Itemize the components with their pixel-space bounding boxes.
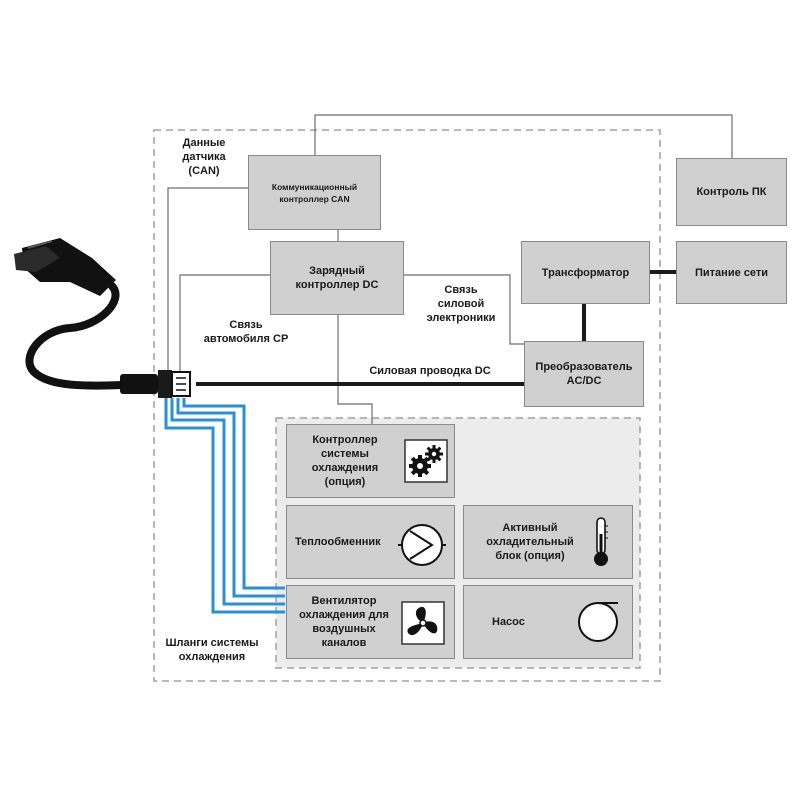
power-electronics-line (404, 274, 524, 345)
vehicle-cp-line (179, 274, 270, 380)
heat-exchanger-label: Теплообменник (295, 536, 381, 548)
can-controller-box: Коммуникационный контроллер CAN (248, 155, 381, 230)
active-cooling-unit-label: Активный охладительный блок (опция) (486, 522, 574, 562)
pc-link-line (314, 114, 733, 158)
charge-controller-box: Зарядный контроллер DC (270, 241, 404, 315)
dc-wiring-label: Силовая проводка DC (369, 365, 491, 377)
power-electronics-link-label: Связь силовой электроники (426, 284, 496, 324)
fan-box: Вентилятор охлаждения для воздушных кана… (286, 585, 455, 659)
fan-icon (401, 601, 445, 645)
charge-to-cooling-line (337, 315, 373, 424)
cooling-controller-label: Контроллер системы охлаждения (опция) (311, 434, 379, 488)
transformer-label: Трансформатор (541, 266, 630, 279)
transformer-box: Трансформатор (521, 241, 650, 304)
pc-control-box: Контроль ПК (676, 158, 787, 226)
pc-control-label: Контроль ПК (696, 186, 767, 198)
coolant-hose-4 (182, 398, 285, 590)
power-lines (196, 270, 676, 386)
mains-power-label: Питание сети (695, 266, 768, 279)
heat-exchanger-icon (398, 524, 446, 566)
pump-label: Насос (492, 616, 525, 628)
charge-controller-label: Зарядный контроллер DC (295, 265, 379, 291)
mains-power-box: Питание сети (676, 241, 787, 304)
thermometer-icon (594, 517, 608, 566)
coolant-hose-3 (176, 398, 285, 598)
converter-label: Преобразователь AC/DC (535, 361, 633, 387)
fan-label: Вентилятор охлаждения для воздушных кана… (299, 595, 389, 649)
gears-icon (404, 439, 448, 483)
coolant-hoses (164, 398, 285, 614)
pump-icon (578, 602, 618, 642)
vehicle-cp-link-label: Связь автомобиля CP (203, 319, 289, 345)
charging-connector-icon (14, 238, 191, 398)
signal-lines (167, 114, 733, 424)
coolant-hose-1 (164, 398, 285, 614)
can-controller-label: Коммуникационный контроллер CAN (271, 181, 358, 204)
ac-dc-converter-box: Преобразователь AC/DC (524, 341, 644, 407)
system-boundary (153, 129, 661, 682)
sensor-data-label: Данные датчика (CAN) (182, 137, 226, 177)
coolant-hose-2 (170, 398, 285, 606)
cooling-hoses-label: Шланги системы охлаждения (165, 637, 259, 663)
can-sensor-line (167, 187, 248, 378)
